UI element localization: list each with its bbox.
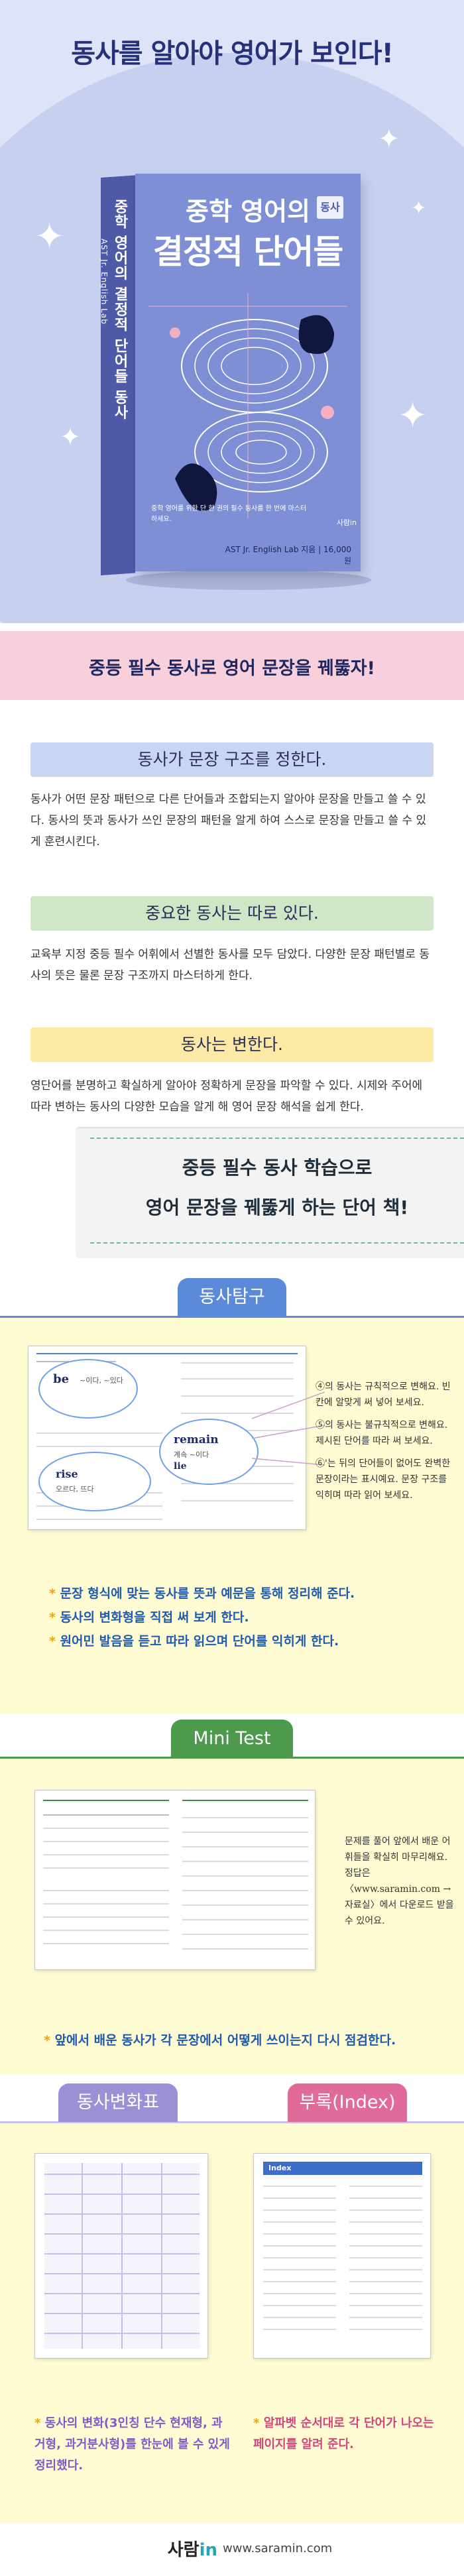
tab-mini-test: Mini Test <box>171 1720 293 1758</box>
book-badge: 동사 <box>317 196 343 219</box>
callout-line-2: 영어 문장을 꿰뚫게 하는 단어 책! <box>145 1197 409 1218</box>
mini-test-bullet: * 앞에서 배운 동사가 각 문장에서 어떻게 쓰이는지 다시 점검한다. <box>44 2033 396 2048</box>
star-icon: * <box>34 2416 45 2430</box>
star-icon: * <box>49 1634 60 1649</box>
verb-bullet-3: * 원어민 발음을 듣고 따라 읽으며 단어를 익히게 한다. <box>49 1634 339 1649</box>
sparkle-icon: ✦ <box>60 422 81 451</box>
tab-verb-table: 동사변화표 <box>58 2083 178 2122</box>
verb-bullet-1: * 문장 형식에 맞는 동사를 뜻과 예문을 통해 정리해 준다. <box>49 1586 355 1601</box>
zoom-circle-rise: rise 오르다, 뜨다 <box>38 1452 151 1511</box>
feature-body-2: 교육부 지정 중등 필수 어휘에서 선별한 동사를 모두 담았다. 다양한 문장… <box>30 948 430 982</box>
tab-index: 부록(Index) <box>288 2083 407 2122</box>
sample-meaning-rise: 오르다, 뜨다 <box>56 1485 94 1493</box>
sample-word-lie: lie <box>174 1461 187 1472</box>
headline-banner <box>0 631 464 700</box>
verb-table-bullet: * 동사의 변화(3인칭 단수 현재형, 과거형, 과거분사형)를 한눈에 볼 … <box>34 2416 230 2473</box>
sample-word-rise: rise <box>56 1468 78 1480</box>
mini-test-page-preview <box>34 1790 316 1970</box>
book-cover-illustration <box>148 293 347 518</box>
index-title: Index <box>263 2162 422 2175</box>
publisher-logo: 사람in <box>167 2540 217 2560</box>
callout-connector-lines <box>252 1391 325 1466</box>
verb-bullet-2: * 동사의 변화형을 직접 써 보게 한다. <box>49 1610 249 1625</box>
zoom-circle-remain: remain 계속 ~이다 lie <box>159 1419 259 1485</box>
sample-meaning-be: ~이다, ~있다 <box>80 1376 123 1385</box>
index-page-preview: Index <box>253 2153 431 2359</box>
feature-heading-2: 중요한 동사는 따로 있다. <box>30 896 434 931</box>
section-verb-rule <box>0 1316 464 1318</box>
sparkle-icon: ✦ <box>398 394 428 436</box>
verb-note-1: ④의 동사는 규칙적으로 변해요. 빈칸에 알맞게 써 넣어 보세요. <box>316 1381 451 1408</box>
verb-note-3: ⑥'는 뒤의 단어들이 없어도 완벽한 문장이라는 표시예요. 문장 구조를 익… <box>316 1458 451 1501</box>
footer <box>0 2523 464 2576</box>
book-description: 중학 영어를 위한 단 한 권의 필수 동사를 한 번에 마스터하세요. <box>151 505 307 523</box>
callout-box <box>76 1127 464 1258</box>
book-title-line2: 결정적 단어들 <box>152 233 343 271</box>
star-icon: * <box>253 2416 264 2430</box>
section-tables-rule <box>0 2121 464 2123</box>
book-cover <box>135 174 361 571</box>
callout-dashed-frame <box>90 1138 464 1244</box>
star-icon: * <box>49 1610 60 1625</box>
feature-body-3: 영단어를 분명하고 확실하게 알아야 정확하게 문장을 파악할 수 있다. 시제… <box>30 1079 423 1114</box>
headline-banner-text: 중등 필수 동사로 영어 문장을 꿰뚫자! <box>89 658 375 679</box>
sample-word-be: be <box>53 1372 70 1386</box>
sparkle-icon: ✦ <box>411 197 427 219</box>
feature-body-1: 동사가 어떤 문장 패턴으로 다른 단어들과 조합되는지 알아야 문장을 만들고… <box>30 793 427 849</box>
zoom-circle-be: be ~이다, ~있다 <box>38 1359 138 1419</box>
feature-heading-1: 동사가 문장 구조를 정한다. <box>30 742 434 777</box>
verb-table-page-preview <box>34 2153 208 2359</box>
callout-line-1: 중등 필수 동사 학습으로 <box>182 1157 373 1179</box>
sparkle-icon: ✦ <box>34 215 65 257</box>
index-bullet: * 알파벳 순서대로 각 단어가 나오는 페이지를 알려 준다. <box>253 2416 434 2451</box>
mini-test-note: 문제를 풀어 앞에서 배운 어휘들을 확실히 마무리해요. 정답은 〈www.s… <box>345 1836 454 1926</box>
publisher-url[interactable]: www.saramin.com <box>223 2542 333 2555</box>
book-shadow <box>126 570 371 590</box>
book-author-price: AST Jr. English Lab 지음 | 16,000원 <box>225 545 351 565</box>
sample-meaning-remain: 계속 ~이다 <box>174 1450 209 1459</box>
book-publisher: 사람in <box>336 518 357 527</box>
verb-note-2: ⑤의 동사는 불규칙적으로 변해요. 제시된 단어를 따라 써 보세요. <box>316 1420 448 1446</box>
book-title-line1: 중학 영어의 <box>185 197 311 226</box>
book-spine-title: 중학 영어의 결정적 단어들 동사 AST Jr. English Lab <box>99 199 128 420</box>
star-icon: * <box>49 1586 60 1601</box>
hero-title: 동사를 알아야 영어가 보인다! <box>71 38 394 69</box>
sample-word-remain: remain <box>174 1433 219 1446</box>
feature-heading-3: 동사는 변한다. <box>30 1027 434 1062</box>
tab-verb-study: 동사탐구 <box>178 1278 286 1317</box>
star-icon: * <box>44 2033 55 2048</box>
sparkle-icon: ✦ <box>378 124 400 154</box>
